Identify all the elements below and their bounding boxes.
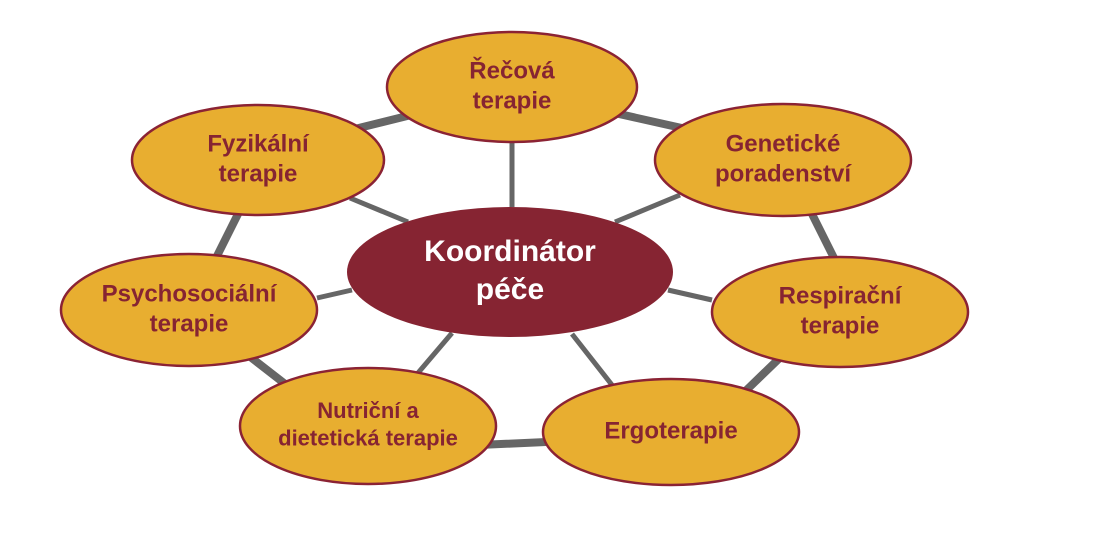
spoke-physical — [349, 195, 409, 225]
node-physical: Fyzikální terapie — [130, 103, 386, 217]
node-respiratory: Respirační terapie — [710, 255, 970, 369]
spoke-occupational — [570, 332, 614, 387]
node-occupational: Ergoterapie — [541, 377, 801, 487]
node-ellipse-occupational — [541, 377, 801, 487]
node-label-respiratory-line-2: terapie — [801, 312, 880, 339]
node-label-genetic-line-1: Genetické — [726, 130, 841, 157]
node-psychosocial: Psychosociální terapie — [59, 252, 319, 368]
node-ellipse-genetic — [653, 102, 913, 218]
spoke-psychosocial — [316, 287, 353, 301]
outer-nodes: ŘečováterapieGeneticképoradenstvíRespira… — [59, 30, 970, 487]
center-ellipse — [347, 207, 673, 337]
spoke-respiratory — [667, 287, 713, 303]
node-ellipse-respiratory — [710, 255, 970, 369]
node-speech: Řečová terapie — [385, 30, 639, 144]
node-label-psychosocial-line-1: Psychosociální — [102, 280, 278, 307]
node-label-speech-line-1: Řečová — [469, 56, 555, 84]
node-label-speech-line-2: terapie — [473, 87, 552, 114]
center-node: Koordinátor péče — [347, 207, 673, 337]
node-label-genetic-line-2: poradenství — [715, 160, 852, 187]
node-ellipse-nutrition — [238, 366, 498, 486]
node-label-physical-line-1: Fyzikální — [207, 130, 310, 157]
node-label-occupational-line-1: Ergoterapie — [604, 417, 737, 444]
node-label-physical-line-2: terapie — [219, 160, 298, 187]
node-label-respiratory-line-1: Respirační — [779, 282, 903, 309]
node-ellipse-speech — [385, 30, 639, 144]
node-label-psychosocial-line-2: terapie — [150, 310, 229, 337]
node-label-nutrition-line-1: Nutriční a — [317, 398, 419, 423]
center-label-line-2: péče — [476, 273, 544, 306]
spoke-genetic — [614, 192, 681, 225]
node-ellipse-physical — [130, 103, 386, 217]
node-label-nutrition-line-2: dietetická terapie — [278, 426, 458, 451]
node-ellipse-psychosocial — [59, 252, 319, 368]
center-label-line-1: Koordinátor — [424, 235, 596, 268]
node-nutrition: Nutriční a dietetická terapie — [238, 366, 498, 486]
node-genetic: Genetické poradenství — [653, 102, 913, 218]
